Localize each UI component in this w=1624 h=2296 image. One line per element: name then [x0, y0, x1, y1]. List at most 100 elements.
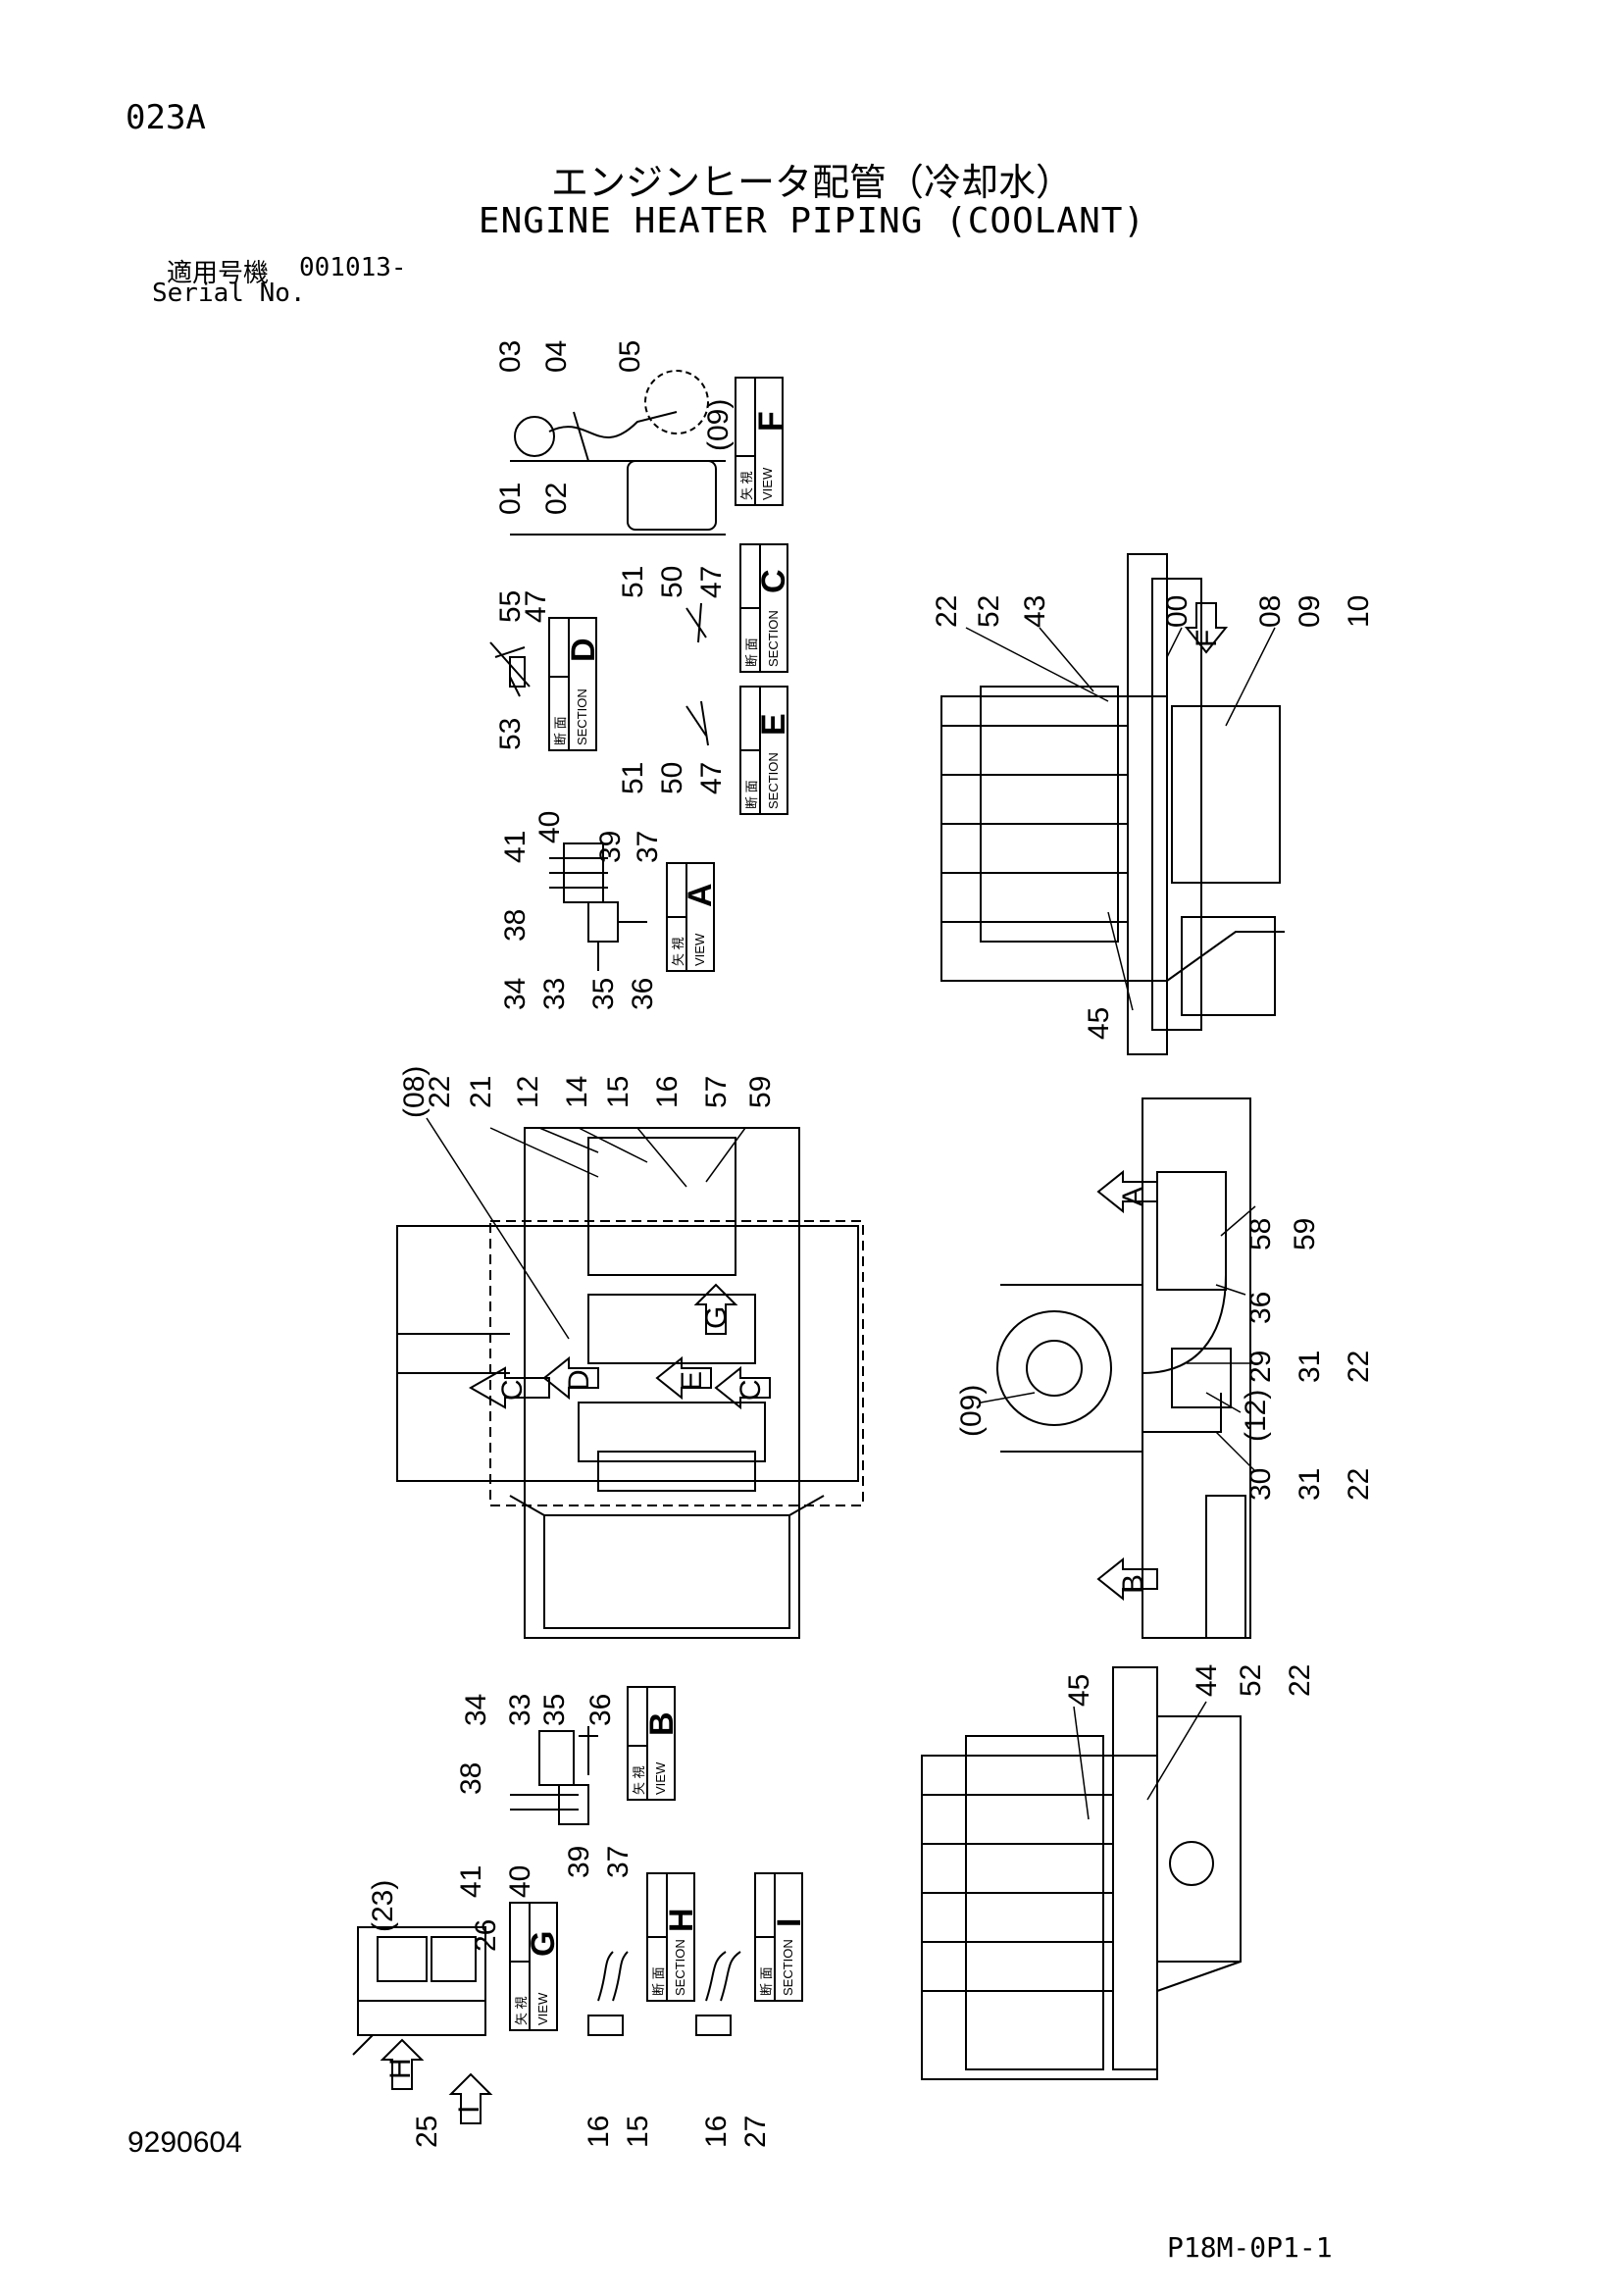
callout-side-09: (09) — [955, 1385, 988, 1437]
plan-arrow-g — [693, 1283, 738, 1335]
callout-i-16: 16 — [700, 2116, 733, 2148]
plan-arrow-c-right-letter: C — [735, 1379, 767, 1401]
section-i-sketch — [695, 1951, 741, 2036]
side-arrow-a-letter: A — [1117, 1187, 1149, 1206]
callout-b-33: 33 — [504, 1694, 536, 1726]
section-d-en: SECTION — [575, 689, 589, 745]
section-e-jp: 断 面 — [744, 780, 759, 809]
callout-side-12: (12) — [1240, 1390, 1272, 1442]
view-f-jp: 矢 視 — [739, 471, 754, 500]
callout-a-38: 38 — [499, 909, 532, 942]
engine-top-view — [940, 553, 1285, 1055]
plan-arrow-d — [542, 1355, 599, 1401]
callout-plan-08: (08) — [398, 1066, 431, 1118]
section-h-sketch — [587, 1951, 629, 2036]
section-i-jp: 断 面 — [759, 1966, 774, 1996]
callout-c-51: 51 — [617, 566, 649, 598]
callout-top-52: 52 — [973, 595, 1005, 628]
engine-top-leaders — [965, 627, 1276, 1011]
callout-top-22: 22 — [931, 595, 963, 628]
section-e-en: SECTION — [766, 752, 781, 809]
callout-f-04: 04 — [540, 340, 573, 373]
callout-b-40: 40 — [504, 1865, 536, 1898]
callout-a-34: 34 — [499, 978, 532, 1010]
callout-side-31a: 31 — [1294, 1351, 1326, 1383]
section-e-letter: E — [755, 713, 792, 736]
callout-g-23: (23) — [367, 1880, 399, 1932]
engine-arrow-f — [1184, 602, 1229, 654]
page-reference: P18M-0P1-1 — [1167, 2231, 1333, 2264]
callout-f-09: (09) — [702, 399, 735, 451]
view-f-en: VIEW — [760, 467, 775, 500]
section-i-en: SECTION — [781, 1939, 795, 1996]
serial-label-en: Serial No. — [152, 279, 306, 308]
engine-arrow-f-letter: F — [1191, 630, 1223, 647]
section-d-tag — [548, 617, 597, 751]
callout-top-00: 00 — [1161, 595, 1193, 628]
section-h-letter: H — [663, 1908, 700, 1932]
section-d-letter: D — [565, 638, 602, 662]
view-g-letter: G — [525, 1931, 562, 1957]
arrow-i-marker — [448, 2072, 493, 2124]
callout-e-51: 51 — [617, 762, 649, 794]
callout-d-55: 55 — [494, 590, 527, 623]
plan-arrow-c-right — [714, 1365, 771, 1410]
section-c-tag — [739, 543, 788, 673]
callout-b-36: 36 — [584, 1694, 617, 1726]
plan-leaders — [426, 1117, 746, 1340]
callout-d-53: 53 — [494, 718, 527, 750]
callout-plan-59: 59 — [744, 1076, 777, 1108]
callout-side-58: 58 — [1244, 1218, 1277, 1250]
callout-e-47: 47 — [695, 762, 728, 794]
callout-top-43: 43 — [1019, 595, 1051, 628]
callout-c-47: 47 — [695, 566, 728, 598]
callout-g-26: 26 — [470, 1919, 502, 1952]
title-english: ENGINE HEATER PIPING (COOLANT) — [478, 201, 1146, 241]
view-b-en: VIEW — [653, 1761, 668, 1795]
section-c-sketch — [685, 602, 707, 643]
engine-bottom-leaders — [1073, 1701, 1207, 1820]
callout-h-16: 16 — [583, 2116, 615, 2148]
arrow-h-letter: H — [384, 2058, 417, 2079]
view-g-en: VIEW — [535, 1992, 550, 2025]
callout-i-27: 27 — [739, 2116, 772, 2148]
serial-value: 001013- — [299, 253, 407, 282]
plan-arrow-c-left-letter: C — [496, 1379, 529, 1401]
view-a-tag — [666, 862, 715, 972]
document-number: 9290604 — [127, 2126, 242, 2159]
plan-arrow-e-letter: E — [676, 1371, 708, 1391]
section-d-sketch — [489, 641, 531, 697]
callout-b-35: 35 — [538, 1694, 571, 1726]
view-b-jp: 矢 視 — [632, 1765, 646, 1795]
callout-bottom-44: 44 — [1191, 1664, 1223, 1697]
view-a-en: VIEW — [692, 933, 707, 966]
callout-top-09: 09 — [1294, 595, 1326, 628]
callout-plan-57: 57 — [700, 1076, 733, 1108]
callout-bottom-52: 52 — [1235, 1664, 1267, 1697]
section-h-jp: 断 面 — [651, 1966, 666, 1996]
callout-f-02: 02 — [540, 483, 573, 515]
callout-a-35: 35 — [587, 978, 620, 1010]
callout-top-08: 08 — [1254, 595, 1287, 628]
side-arrow-b — [1096, 1556, 1158, 1602]
view-g-sketch — [352, 1926, 486, 2056]
plan-view — [396, 1127, 864, 1639]
callout-a-37: 37 — [632, 831, 664, 863]
view-a-letter: A — [682, 883, 719, 907]
callout-a-39: 39 — [594, 831, 627, 863]
plan-arrow-e — [655, 1355, 712, 1401]
view-b-sketch — [510, 1726, 598, 1825]
callout-e-50: 50 — [656, 762, 688, 794]
callout-a-40: 40 — [533, 811, 566, 843]
callout-plan-12: 12 — [512, 1076, 544, 1108]
callout-bottom-45: 45 — [1063, 1674, 1095, 1707]
callout-f-05: 05 — [614, 340, 646, 373]
plan-arrow-d-letter: D — [563, 1369, 595, 1391]
title-japanese: エンジンヒータ配管（冷却水） — [550, 161, 1073, 204]
section-i-letter: I — [771, 1918, 808, 1927]
side-leaders — [980, 1205, 1256, 1472]
callout-g-25: 25 — [411, 2116, 443, 2148]
callout-a-33: 33 — [538, 978, 571, 1010]
callout-side-22a: 22 — [1343, 1351, 1375, 1383]
